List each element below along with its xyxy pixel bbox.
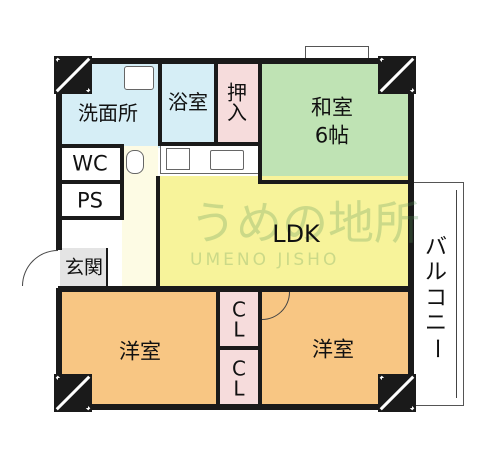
label-balcony: バ ル コ ニ ー [423, 234, 449, 361]
label-cl-lower: C L [232, 356, 246, 401]
corner-pillar-top-left [54, 56, 92, 94]
label-ldk: LDK [272, 220, 320, 248]
label-cl-upper-char-1: C [232, 297, 246, 322]
wall-right [408, 58, 414, 410]
label-cl-lower-char-1: C [232, 356, 246, 381]
label-cl-upper-char-2: L [233, 318, 245, 342]
wall-top [56, 58, 414, 64]
watermark-logo-text: うめの地所 [190, 196, 420, 250]
label-washroom: 洗面所 [78, 101, 138, 125]
entry-door-swing [22, 250, 58, 286]
toilet-icon [126, 150, 144, 174]
label-washitsu-size: 6帖 [314, 123, 350, 148]
label-youshitsu-right: 洋室 [312, 337, 354, 362]
wall-bath-closet [214, 62, 218, 144]
closet-top-area [216, 62, 260, 144]
label-balcony-char-5: ー [423, 337, 449, 360]
label-closet-top-char-2: 入 [227, 101, 247, 125]
corner-pillar-top-right [378, 56, 416, 94]
balcony-inner-line [456, 190, 457, 398]
wall-wash-wc [58, 144, 124, 148]
label-youshitsu-left: 洋室 [119, 339, 161, 364]
wall-ps-bottom [58, 216, 124, 220]
label-balcony-char-3: コ [424, 285, 448, 311]
label-washitsu-name: 和室 [311, 95, 353, 120]
wall-cl-right [258, 290, 262, 406]
stove-icon [166, 148, 190, 170]
wall-wash-bath [158, 62, 162, 146]
watermark-romaji: UMENO JISHO [190, 250, 340, 270]
wall-wc-ps [58, 180, 124, 184]
wall-closet-washitsu [258, 62, 262, 184]
washbasin-icon [124, 66, 154, 90]
label-closet-top-char-1: 押 [227, 80, 247, 105]
label-genkan: 玄関 [64, 256, 104, 279]
wall-corridor-ldk [156, 176, 160, 288]
corner-pillar-bottom-left [54, 374, 92, 412]
cl-lower-area [218, 350, 260, 406]
wall-cl-divider [218, 346, 260, 350]
label-balcony-char-2: ル [424, 260, 448, 286]
wc-area [60, 146, 122, 180]
label-closet-top: 押 入 [227, 80, 247, 125]
wall-bottom [56, 404, 414, 410]
wall-left-upper [56, 58, 62, 250]
wall-below-bath [158, 142, 260, 146]
wall-genkan-right [106, 248, 108, 288]
label-bath: 浴室 [168, 90, 208, 114]
wall-left-lower [56, 288, 62, 410]
label-balcony-char-1: バ [424, 234, 448, 260]
label-wc: WC [72, 151, 108, 176]
cl-upper-area [218, 292, 260, 348]
ps-area [60, 184, 122, 218]
label-cl-upper: C L [232, 297, 246, 342]
ldk-area [158, 176, 410, 288]
label-cl-lower-char-2: L [233, 377, 245, 401]
genkan-area [60, 248, 108, 288]
label-ps: PS [77, 188, 103, 213]
corner-pillar-bottom-right [378, 374, 416, 412]
wall-wc-right [120, 144, 124, 220]
label-balcony-char-4: ニ [424, 310, 448, 336]
wall-washitsu-bottom [258, 180, 410, 184]
bath-area [160, 62, 216, 144]
wall-ldk-bottom [58, 286, 410, 292]
sink-icon [210, 150, 244, 170]
